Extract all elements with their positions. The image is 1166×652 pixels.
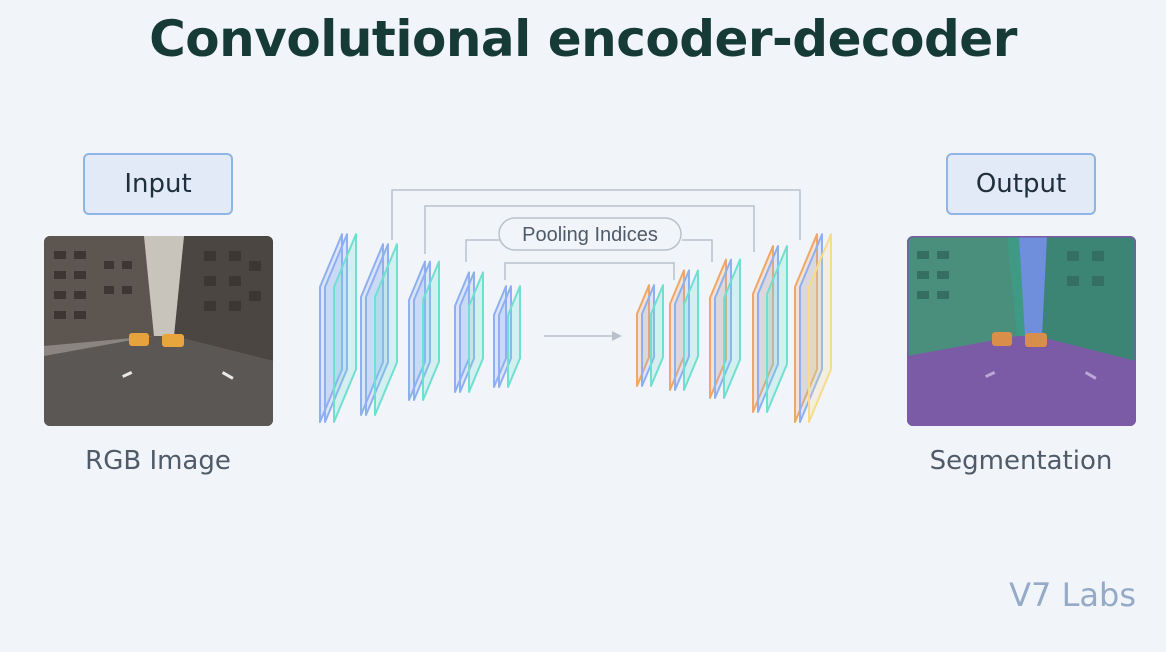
- encoder-block-3-slab-3: [422, 260, 440, 401]
- input-caption: RGB Image: [85, 446, 231, 476]
- encoder-block-2-slab-2: [365, 243, 389, 416]
- skip-connection-1: [391, 189, 801, 240]
- skip-connections: [391, 189, 801, 280]
- encoder-block-5-slab-3: [507, 285, 521, 388]
- output-caption: Segmentation: [929, 446, 1113, 476]
- encoder-block-4-slab-3: [468, 271, 484, 393]
- segmentation-output-image: [907, 236, 1136, 426]
- output-label-box: Output: [946, 153, 1096, 215]
- skip-connection-3-left: [465, 239, 500, 262]
- skip-connection-4: [504, 262, 675, 280]
- page-title: Convolutional encoder-decoder: [149, 10, 1017, 68]
- decoder-block-1-slab-3: [650, 284, 664, 387]
- pooling-indices-border: [498, 217, 682, 251]
- encoder-block-1-slab-2: [324, 233, 348, 423]
- decoder-block-5-slab-3: [808, 233, 832, 423]
- encoder-block-4-slab-1: [454, 271, 470, 393]
- network-layers: [319, 233, 832, 423]
- pooling-indices-pill: Pooling Indices: [498, 217, 682, 251]
- pooling-indices-label: Pooling Indices: [522, 224, 658, 246]
- skip-connection-3-right: [682, 239, 713, 262]
- decoder-block-2-slab-3: [683, 269, 699, 391]
- encoder-block-2-slab-3: [374, 243, 398, 416]
- brand-label: V7 Labs: [1009, 576, 1136, 614]
- input-label-box: Input: [83, 153, 233, 215]
- bottleneck-arrow: [544, 331, 622, 341]
- input-label: Input: [124, 169, 192, 199]
- skip-connection-2: [424, 205, 755, 254]
- rgb-input-image: [44, 236, 273, 426]
- output-label: Output: [975, 169, 1067, 199]
- decoder-block-4-slab-3: [766, 245, 788, 413]
- decoder-block-3-slab-3: [723, 258, 741, 399]
- encoder-block-1-slab-3: [333, 233, 357, 423]
- decoder-block-5-slab-2: [799, 233, 823, 423]
- decoder-block-2-slab-1: [669, 269, 685, 391]
